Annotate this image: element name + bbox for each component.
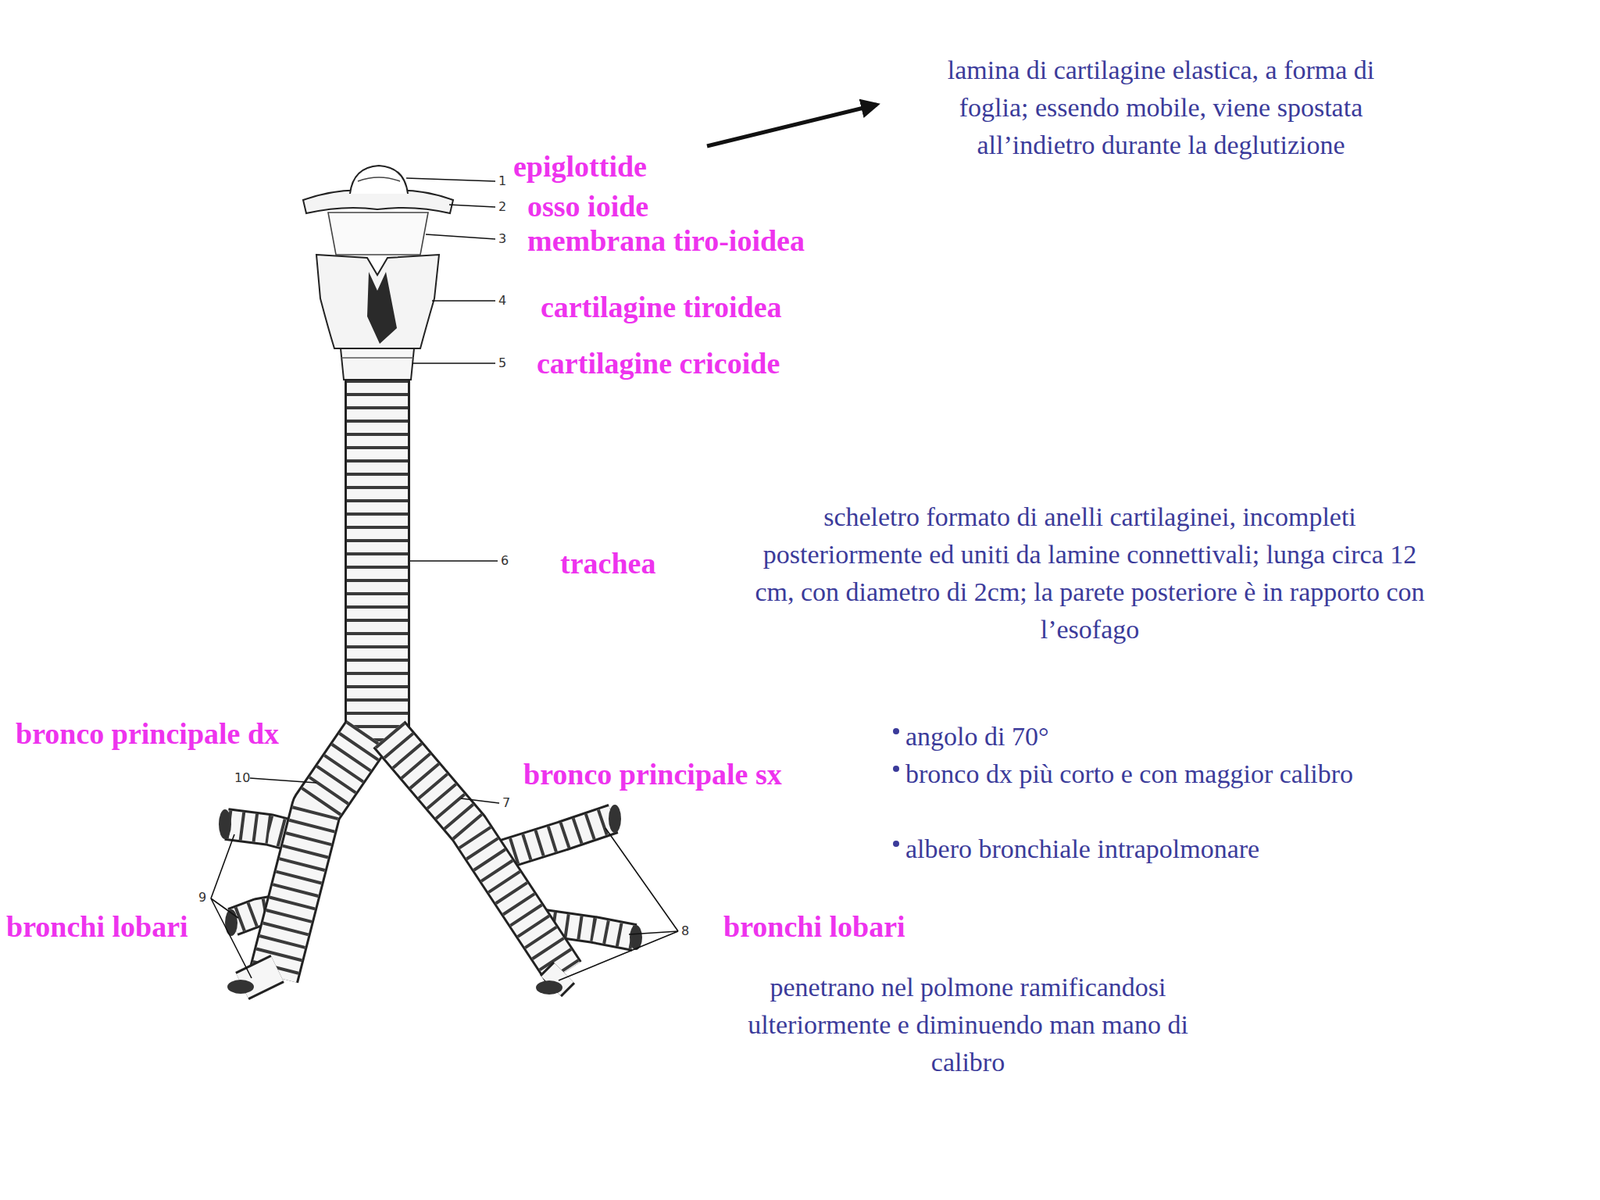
leader-line <box>210 834 235 899</box>
trachea-rings <box>346 379 408 743</box>
bronchus-cut-end <box>218 809 232 840</box>
lobar-bronchus-body <box>500 818 614 856</box>
callout-number: 5 <box>498 355 507 372</box>
part-label: bronco principale dx <box>15 716 279 751</box>
callout-number: 2 <box>498 199 507 215</box>
bronchus-cut-end <box>227 979 254 994</box>
cricoid-cartilage <box>340 348 415 380</box>
bullet-item: bronco dx più corto e con maggior calibr… <box>892 755 1362 793</box>
callout-number: 8 <box>681 923 690 940</box>
lobar-bronchus-rings <box>500 818 614 856</box>
bronchus-cut-end <box>608 804 622 833</box>
trachea-body <box>346 379 408 743</box>
annotation-note: lamina di cartilagine elastica, a forma … <box>918 51 1404 165</box>
part-label: trachea <box>560 546 656 581</box>
callout-number: 10 <box>234 770 250 786</box>
leader-line <box>449 204 496 208</box>
part-label: osso ioide <box>527 189 649 224</box>
part-label: cartilagine cricoide <box>536 346 780 381</box>
right-main-bronchus-body <box>273 734 368 977</box>
bullet-text: albero bronchiale intrapolmonare <box>905 834 1260 864</box>
thyroid-shadow <box>367 271 397 344</box>
part-label: epiglottide <box>513 149 647 184</box>
callout-number: 7 <box>502 795 511 811</box>
leader-line <box>250 778 317 783</box>
part-label: bronchi lobari <box>723 909 906 944</box>
part-label: cartilagine tiroidea <box>540 289 783 325</box>
right-main-bronchus-rings <box>273 734 368 977</box>
lobar-bronchus-outline <box>500 818 614 856</box>
epiglottis-edge <box>357 177 400 182</box>
bullet-dot <box>892 840 900 847</box>
callout-number: 9 <box>198 889 207 906</box>
leader-line <box>410 560 498 562</box>
leader-line <box>432 300 496 302</box>
callout-number: 6 <box>500 553 509 569</box>
leader-line <box>558 931 679 981</box>
part-label: membrana tiro-ioidea <box>527 223 805 258</box>
bullet-item: angolo di 70° <box>892 717 1362 756</box>
cricoid-line <box>340 357 415 359</box>
bullet-item: albero bronchiale intrapolmonare <box>892 830 1362 868</box>
leader-line <box>210 898 239 918</box>
bronchus-cut-end <box>535 980 563 995</box>
thyrohyoid-membrane <box>328 212 429 255</box>
leader-line <box>210 898 252 979</box>
callout-number: 1 <box>498 173 507 190</box>
callout-arrow <box>707 104 877 147</box>
trachea-outline <box>344 379 411 743</box>
bullet-dot <box>892 728 900 735</box>
leader-line <box>406 178 496 182</box>
part-label: bronchi lobari <box>6 909 189 944</box>
part-label: bronco principale sx <box>523 757 783 792</box>
leader-line <box>412 362 496 365</box>
annotation-note: penetrano nel polmone ramificandosi ulte… <box>714 968 1222 1082</box>
right-main-bronchus-outline <box>273 734 368 977</box>
leader-line <box>425 234 496 240</box>
leader-line <box>605 828 679 932</box>
thyroid-cartilage <box>316 254 440 349</box>
bullet-dot <box>892 765 900 772</box>
bullet-text: bronco dx più corto e con maggior calibr… <box>905 759 1354 789</box>
bullet-text: angolo di 70° <box>905 721 1050 751</box>
leader-line <box>460 798 500 804</box>
callout-number: 3 <box>498 231 507 247</box>
callout-number: 4 <box>498 292 507 309</box>
annotation-note: scheletro formato di anelli cartilaginei… <box>746 498 1434 649</box>
epiglottis <box>350 165 408 194</box>
